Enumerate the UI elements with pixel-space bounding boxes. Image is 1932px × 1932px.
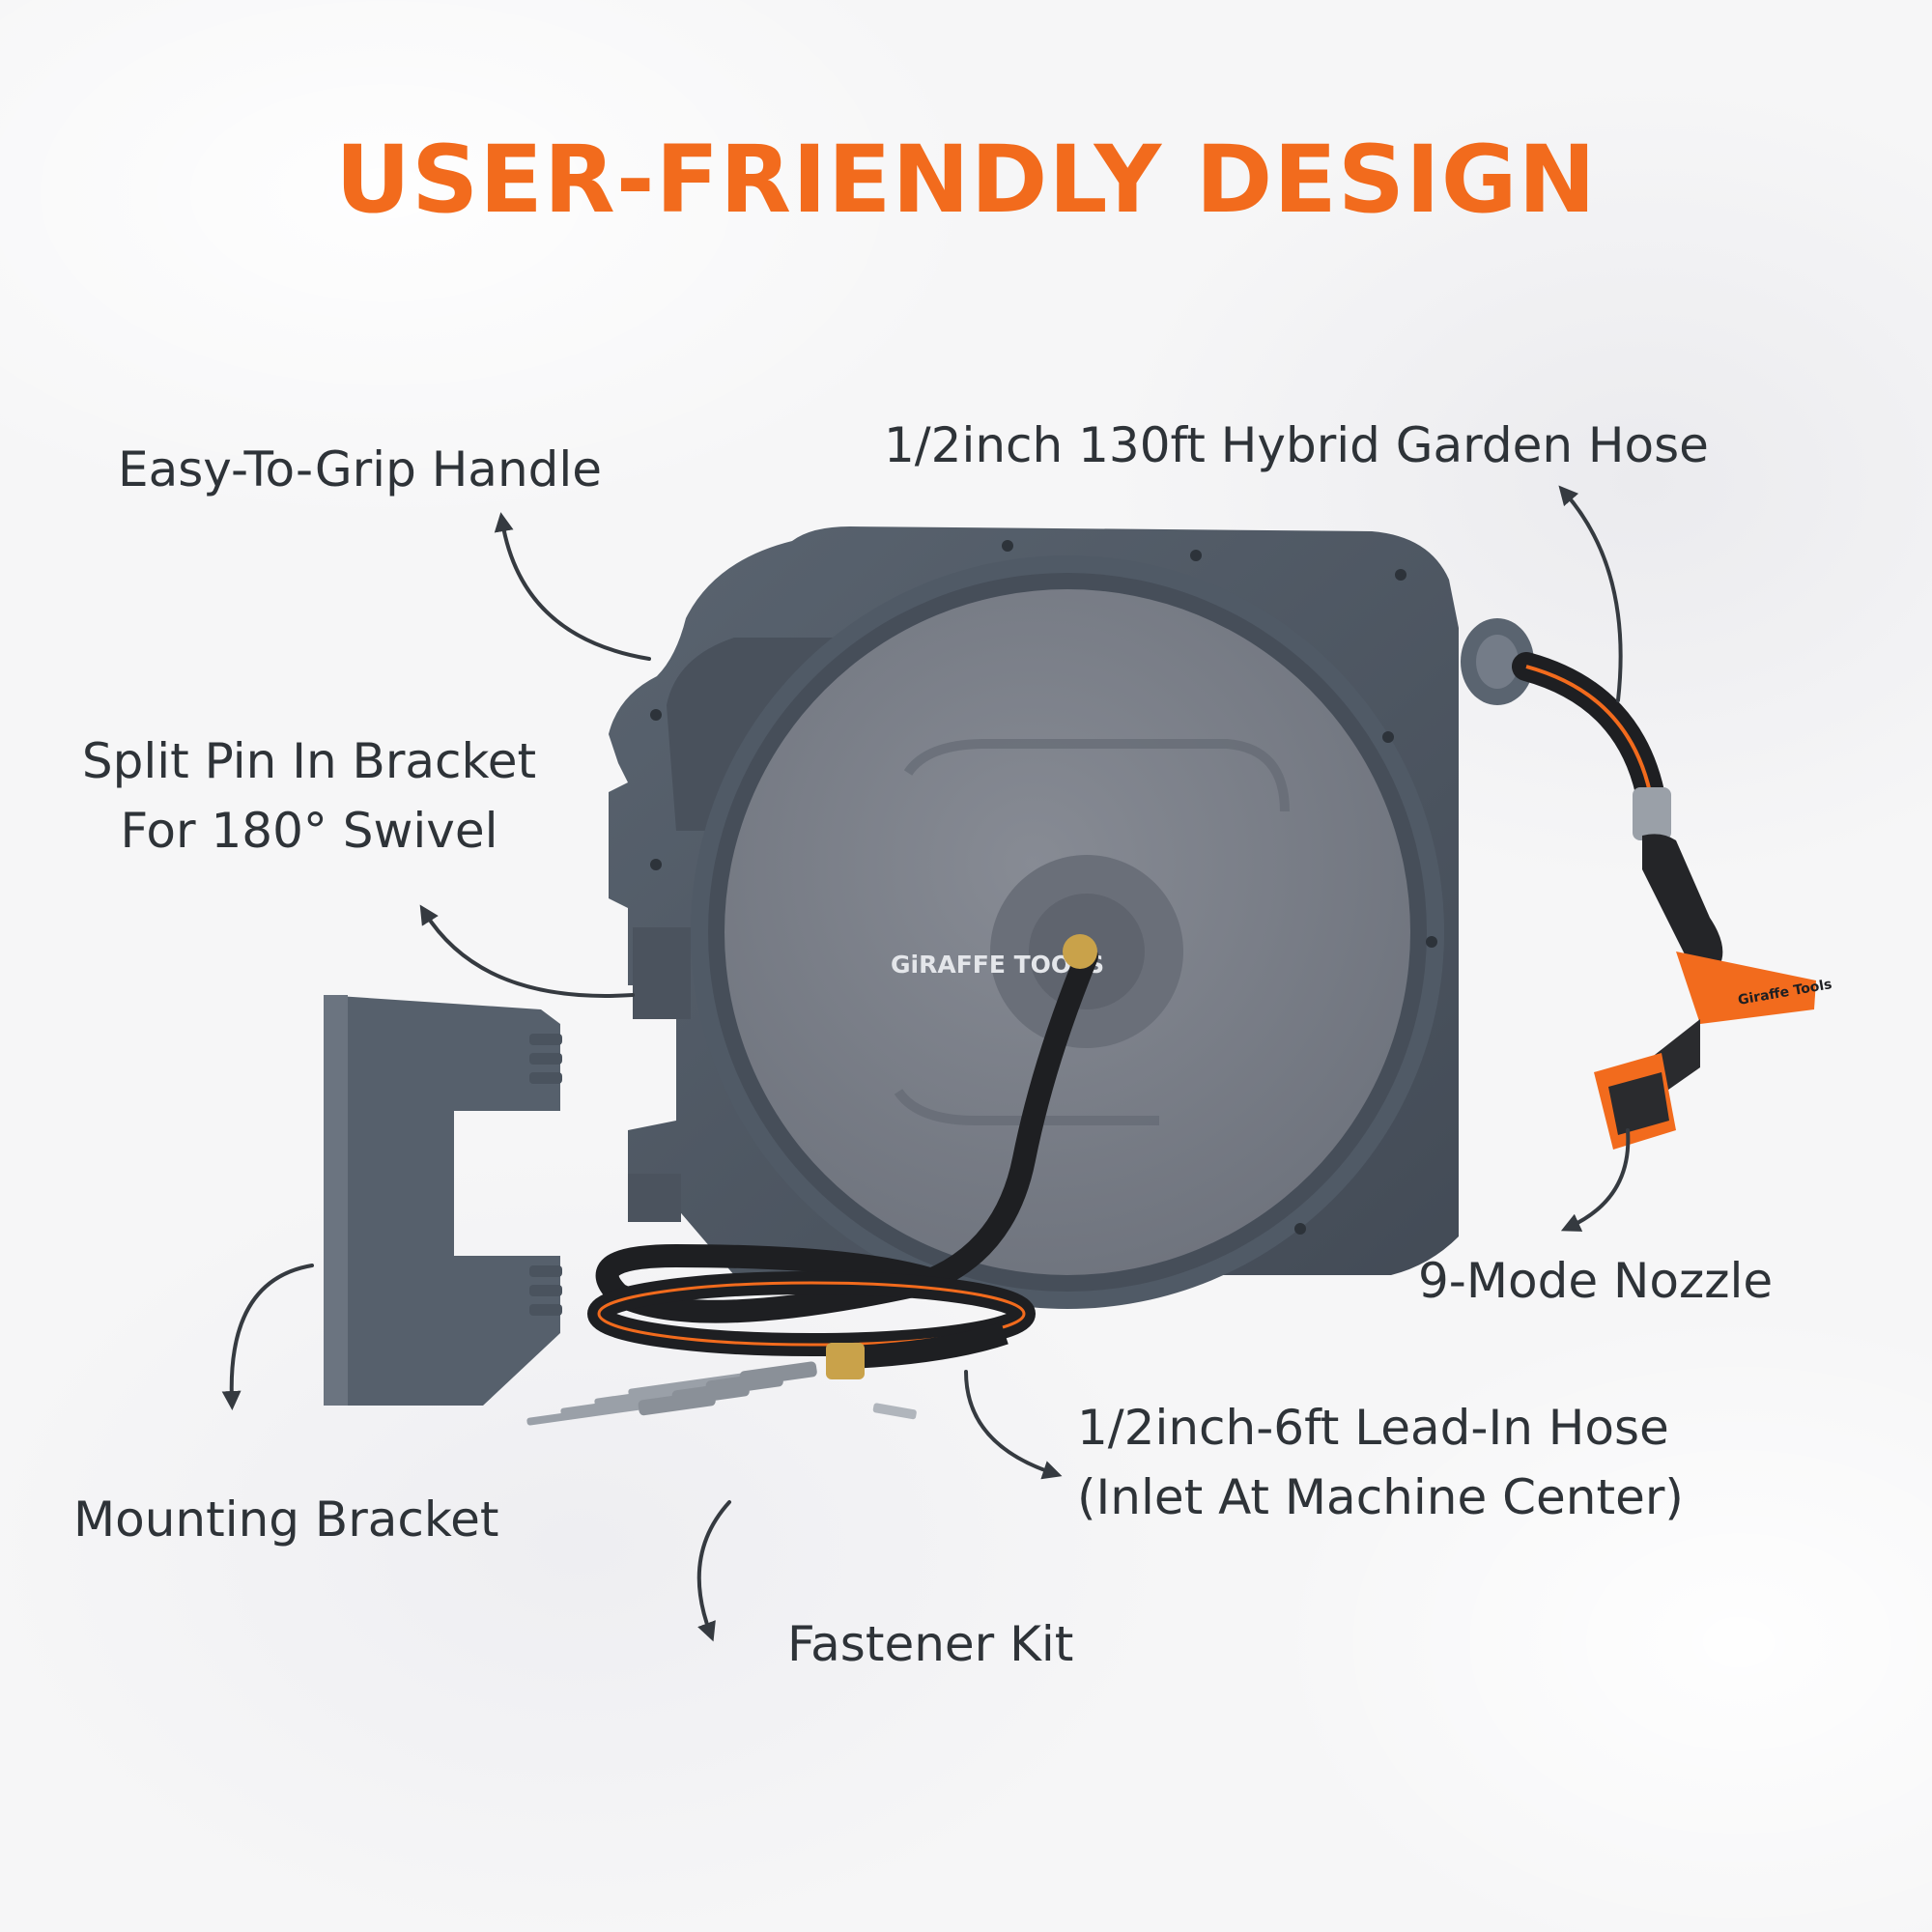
callout-mounting-bracket: Mounting Bracket bbox=[73, 1492, 499, 1548]
mounting-bracket bbox=[324, 995, 562, 1406]
arrow-lead-in-hose bbox=[964, 1370, 1063, 1480]
garden-hose bbox=[1512, 652, 1666, 816]
page-title: USER-FRIENDLY DESIGN bbox=[335, 126, 1597, 234]
callout-split-pin-line2: For 180° Swivel bbox=[120, 803, 498, 859]
callout-nozzle: 9-Mode Nozzle bbox=[1418, 1253, 1774, 1309]
callout-split-pin-line1: Split Pin In Bracket bbox=[81, 733, 537, 789]
arrow-garden-hose bbox=[1558, 485, 1623, 702]
callout-garden-hose: 1/2inch 130ft Hybrid Garden Hose bbox=[884, 417, 1709, 473]
callout-handle: Easy-To-Grip Handle bbox=[118, 441, 603, 497]
arrow-fastener-kit bbox=[696, 1500, 731, 1642]
callout-lead-in-line2: (Inlet At Machine Center) bbox=[1077, 1469, 1684, 1525]
callout-arrows bbox=[221, 485, 1631, 1642]
arrow-split-pin bbox=[419, 904, 635, 998]
spray-nozzle: Giraffe Tools bbox=[1594, 787, 1833, 1150]
housing-screws bbox=[650, 540, 1437, 1235]
lead-in-hose bbox=[587, 934, 1098, 1379]
center-inlet bbox=[1063, 934, 1097, 969]
reel-housing: GiRAFFE TOOLS bbox=[609, 526, 1459, 1309]
fastener-kit bbox=[526, 1361, 917, 1426]
arrow-nozzle bbox=[1560, 1128, 1631, 1232]
hose-guide bbox=[1461, 618, 1534, 705]
arrow-mounting-bracket bbox=[221, 1264, 314, 1410]
brass-fitting bbox=[826, 1343, 865, 1379]
callout-lead-in-hose: 1/2inch-6ft Lead-In Hose (Inlet At Machi… bbox=[1077, 1393, 1684, 1532]
callout-lead-in-line1: 1/2inch-6ft Lead-In Hose bbox=[1077, 1400, 1669, 1456]
arrow-handle bbox=[494, 512, 651, 661]
callout-split-pin: Split Pin In Bracket For 180° Swivel bbox=[68, 726, 551, 866]
swivel-pin bbox=[628, 927, 691, 1222]
callout-fastener-kit: Fastener Kit bbox=[787, 1616, 1074, 1672]
